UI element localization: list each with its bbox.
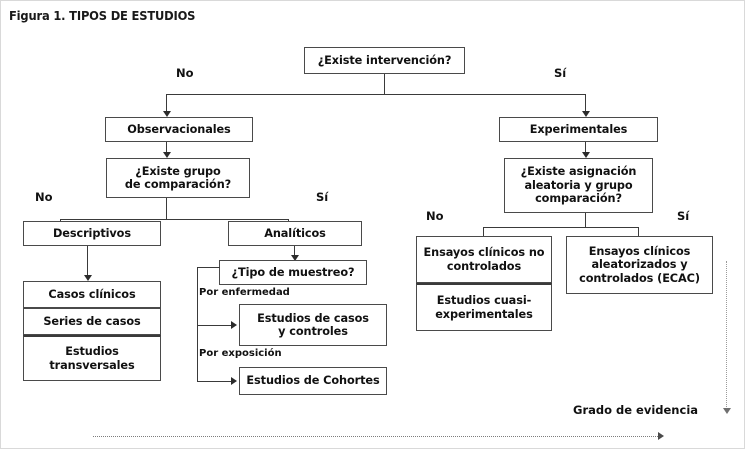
node-estudios-casos-controles[interactable]: Estudios de casos y controles — [239, 304, 387, 346]
edge-label-por-enfermedad: Por enfermedad — [199, 287, 290, 298]
arrowhead-casos-controles — [231, 321, 237, 329]
node-descriptivos[interactable]: Descriptivos — [23, 221, 161, 246]
arrowhead-exp-to-question — [582, 152, 590, 158]
node-observacionales[interactable]: Observacionales — [105, 117, 253, 142]
connector-grupo-spine-right — [166, 219, 288, 220]
node-grupo-comparacion-question[interactable]: ¿Existe grupo de comparación? — [106, 158, 250, 198]
evidence-horizontal-dotted-line — [93, 436, 660, 437]
connector-muestreo-to-casos-controles — [197, 325, 233, 326]
connector-analiticos-down — [294, 246, 295, 257]
node-ensayos-no-controlados[interactable]: Ensayos clínicos no controlados — [416, 236, 552, 283]
node-series-de-casos[interactable]: Series de casos — [23, 308, 161, 335]
casos-controles-line-2: y controles — [278, 325, 348, 338]
question-line-1: ¿Existe grupo — [135, 164, 221, 178]
page-title: Figura 1. TIPOS DE ESTUDIOS — [9, 8, 196, 23]
node-tipo-muestreo-question[interactable]: ¿Tipo de muestreo? — [219, 260, 367, 285]
connector-root-spine-left — [166, 94, 385, 95]
edge-label-exp-no: No — [426, 209, 444, 223]
asignacion-line-1: ¿Existe asignación — [520, 165, 637, 179]
ensayos-no-controlados-line-1: Ensayos clínicos no — [423, 246, 545, 260]
question-line-2: de comparación? — [124, 178, 232, 191]
arrowhead-obs-to-question — [163, 152, 171, 158]
estudios-transversales-line-1: Estudios — [65, 345, 119, 359]
connector-asignacion-spine-left — [483, 227, 586, 228]
edge-label-por-exposicion: Por exposición — [199, 348, 282, 359]
evidence-label: Grado de evidencia — [573, 403, 699, 417]
ensayos-no-controlados-line-2: controlados — [446, 259, 522, 273]
evidence-vertical-dotted-line — [726, 261, 727, 409]
node-analiticos[interactable]: Analíticos — [228, 221, 362, 246]
node-root-question[interactable]: ¿Existe intervención? — [304, 47, 465, 74]
connector-grupo-stem — [166, 198, 167, 219]
arrowhead-descriptivos-down — [84, 275, 92, 281]
ecac-line-1: Ensayos clínicos — [588, 244, 691, 258]
connector-muestreo-elbow-top — [197, 267, 220, 268]
arrowhead-evidence-vertical — [723, 408, 731, 414]
edge-label-root-no: No — [176, 66, 194, 80]
arrowhead-evidence-horizontal — [658, 432, 664, 440]
node-estudios-cuasi-experimentales[interactable]: Estudios cuasi- experimentales — [416, 283, 552, 331]
connector-root-spine-right — [384, 94, 585, 95]
estudios-cuasi-line-2: experimentales — [435, 307, 533, 321]
asignacion-line-2: aleatoria y grupo — [524, 178, 633, 192]
estudios-transversales-line-2: transversales — [49, 358, 135, 372]
connector-muestreo-bus — [197, 267, 198, 381]
edge-label-exp-si: Sí — [677, 209, 690, 223]
connector-asignacion-stem — [585, 213, 586, 227]
connector-asignacion-spine-right — [585, 227, 638, 228]
casos-controles-line-1: Estudios de casos — [257, 311, 369, 325]
arrowhead-analiticos-down — [291, 255, 299, 261]
ecac-line-3: controlados (ECAC) — [579, 271, 700, 285]
connector-asignacion-drop-left — [483, 227, 484, 241]
arrowhead-root-right — [582, 111, 590, 117]
node-estudios-transversales[interactable]: Estudios transversales — [23, 335, 161, 381]
asignacion-line-3: comparación? — [535, 192, 622, 206]
connector-obs-to-question — [166, 142, 167, 154]
connector-asignacion-drop-right — [638, 227, 639, 241]
node-experimentales[interactable]: Experimentales — [499, 117, 658, 142]
node-ecac[interactable]: Ensayos clínicos aleatorizados y control… — [566, 236, 713, 294]
connector-grupo-spine-left — [60, 219, 167, 220]
connector-root-drop-left — [166, 94, 167, 112]
ecac-line-2: aleatorizados y — [591, 258, 688, 272]
connector-exp-to-question — [585, 142, 586, 154]
flowchart: ¿Existe intervención? No Sí Observaciona… — [1, 27, 744, 448]
node-estudios-cohortes[interactable]: Estudios de Cohortes — [239, 367, 387, 395]
estudios-cuasi-line-1: Estudios cuasi- — [436, 294, 532, 308]
connector-root-drop-right — [585, 94, 586, 112]
node-asignacion-question[interactable]: ¿Existe asignación aleatoria y grupo com… — [504, 158, 653, 213]
edge-label-obs-si: Sí — [316, 190, 329, 204]
edge-label-obs-no: No — [35, 190, 53, 204]
connector-root-stem — [384, 74, 385, 94]
connector-muestreo-to-cohortes — [197, 381, 233, 382]
edge-label-root-si: Sí — [554, 66, 567, 80]
arrowhead-cohortes — [231, 377, 237, 385]
arrowhead-root-left — [163, 111, 171, 117]
connector-descriptivos-down — [87, 246, 88, 277]
node-casos-clinicos[interactable]: Casos clínicos — [23, 281, 161, 308]
